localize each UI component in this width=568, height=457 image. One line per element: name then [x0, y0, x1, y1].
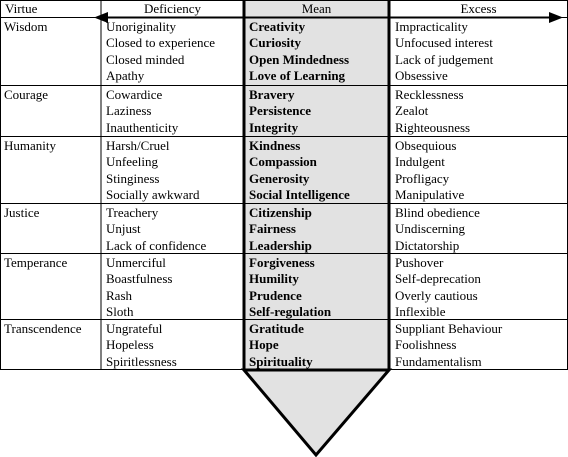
mean-item: Integrity [249, 119, 299, 135]
mean-item: Generosity [249, 170, 310, 186]
mean-item: Social Intelligence [249, 187, 350, 203]
mean-item: Humility [249, 271, 299, 287]
mean-item: Open Mindedness [249, 51, 350, 67]
excess-item: Unfocused interest [395, 35, 493, 51]
header-excess: Excess [460, 1, 497, 16]
deficiency-item: Harsh/Cruel [106, 138, 170, 153]
mean-item: Citizenship [249, 205, 312, 220]
excess-item: Indulgent [395, 154, 445, 170]
spectrum-arrow-left-head [94, 12, 108, 23]
excess-item: Impracticality [395, 19, 468, 34]
deficiency-item: Socially awkward [106, 187, 200, 203]
mean-arrow-head [240, 368, 393, 457]
mean-item: Compassion [249, 154, 317, 170]
excess-item: Obsequious [395, 138, 457, 153]
virtue-label: Transcendence [4, 321, 82, 336]
mean-item: Creativity [249, 19, 306, 34]
header-mean: Mean [301, 1, 332, 16]
deficiency-item: Ungrateful [106, 321, 163, 336]
deficiency-item: Unjust [106, 221, 141, 237]
deficiency-item: Hopeless [106, 337, 154, 353]
deficiency-item: Spiritlessness [106, 353, 177, 369]
excess-item: Zealot [395, 103, 429, 119]
mean-item: Forgiveness [249, 255, 315, 270]
mean-item: Persistence [249, 103, 312, 119]
mean-item: Bravery [249, 87, 295, 102]
mean-item: Prudence [249, 287, 302, 303]
mean-item: Spirituality [249, 353, 313, 369]
mean-item: Self-regulation [249, 304, 332, 320]
excess-item: Righteousness [395, 119, 471, 135]
mean-item: Leadership [249, 237, 312, 253]
mean-item: Love of Learning [249, 68, 346, 84]
excess-item: Manipulative [395, 187, 465, 203]
deficiency-item: Unmerciful [106, 255, 166, 270]
excess-item: Overly cautious [395, 287, 478, 303]
excess-item: Self-deprecation [395, 271, 481, 287]
excess-item: Foolishness [395, 337, 457, 353]
deficiency-item: Boastfulness [106, 271, 173, 287]
virtue-label: Temperance [4, 255, 68, 270]
excess-item: Undiscerning [395, 221, 466, 237]
deficiency-item: Closed to experience [106, 35, 216, 51]
virtue-label: Wisdom [4, 19, 48, 34]
excess-item: Obsessive [395, 68, 448, 84]
deficiency-item: Inauthenticity [106, 119, 179, 135]
excess-item: Recklessness [395, 87, 464, 102]
deficiency-item: Treachery [106, 205, 159, 220]
mean-item: Curiosity [249, 35, 301, 51]
excess-item: Lack of judgement [395, 51, 494, 67]
mean-item: Fairness [249, 221, 296, 237]
deficiency-item: Rash [106, 287, 132, 303]
excess-item: Pushover [395, 255, 444, 270]
excess-item: Inflexible [395, 304, 446, 320]
spectrum-arrow-right-head [549, 12, 563, 23]
deficiency-item: Unfeeling [106, 154, 158, 170]
deficiency-item: Laziness [106, 103, 152, 119]
mean-column-shade [244, 1, 389, 370]
mean-item: Gratitude [249, 321, 304, 336]
virtue-label: Courage [4, 87, 49, 102]
deficiency-item: Closed minded [106, 51, 185, 67]
excess-item: Suppliant Behaviour [395, 321, 503, 336]
mean-item: Kindness [249, 138, 301, 153]
deficiency-item: Unoriginality [106, 19, 177, 34]
deficiency-item: Stinginess [106, 170, 160, 186]
deficiency-item: Lack of confidence [106, 237, 207, 253]
mean-item: Hope [249, 337, 279, 353]
deficiency-item: Apathy [106, 68, 145, 84]
excess-item: Profligacy [395, 170, 450, 186]
excess-item: Blind obedience [395, 205, 480, 220]
excess-item: Fundamentalism [395, 353, 482, 369]
virtue-label: Justice [4, 205, 40, 220]
deficiency-item: Cowardice [106, 87, 163, 102]
header-deficiency: Deficiency [143, 1, 202, 16]
virtue-label: Humanity [4, 138, 56, 153]
excess-item: Dictatorship [395, 237, 460, 253]
deficiency-item: Sloth [106, 304, 134, 320]
header-virtue: Virtue [5, 1, 38, 16]
